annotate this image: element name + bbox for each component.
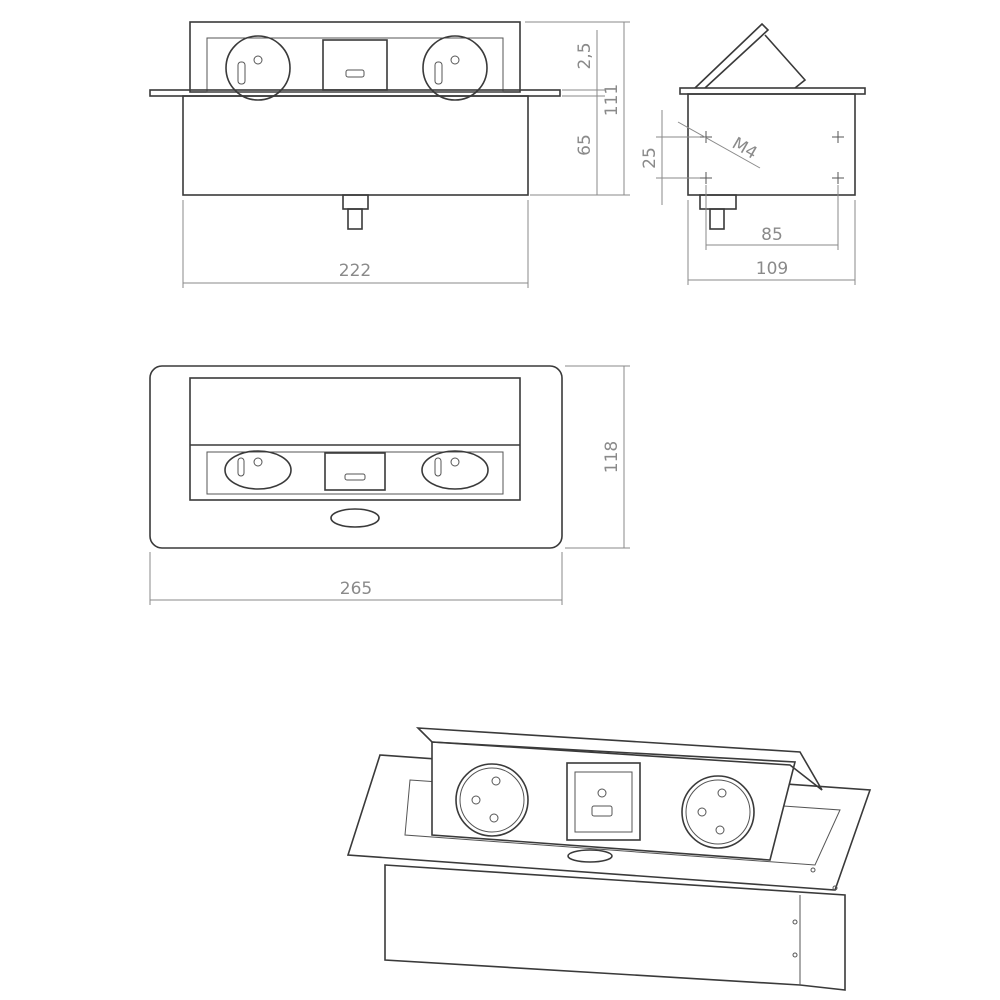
dim-label-85: 85 (761, 225, 783, 245)
perspective-view (346, 727, 872, 991)
dim-111-65-25: 111 65 2,5 (525, 21, 630, 196)
dim-222: 222 (182, 200, 529, 288)
top-view: 118 265 (149, 365, 630, 605)
dim-label-265: 265 (340, 579, 372, 599)
dim-label-m4: M4 (728, 134, 760, 164)
socket-right (422, 35, 488, 101)
push-button (330, 508, 380, 528)
dim-label-118: 118 (602, 441, 622, 473)
usb-module (322, 39, 388, 91)
dim-label-222: 222 (339, 261, 371, 281)
dim-label-109: 109 (756, 259, 788, 279)
mounting-holes (700, 131, 844, 184)
socket-left (225, 35, 291, 101)
dim-label-25: 25 (640, 147, 660, 169)
dim-label-2-5: 2,5 (575, 42, 595, 69)
dim-85-109: 85 109 (687, 185, 856, 285)
dim-118: 118 (565, 365, 630, 549)
dim-label-111: 111 (602, 84, 622, 116)
dim-25: 25 (640, 110, 700, 205)
side-view: M4 25 85 109 (640, 22, 866, 285)
dim-label-65: 65 (575, 134, 595, 156)
dim-265: 265 (149, 552, 563, 605)
front-view: 222 111 65 2,5 (149, 21, 630, 288)
